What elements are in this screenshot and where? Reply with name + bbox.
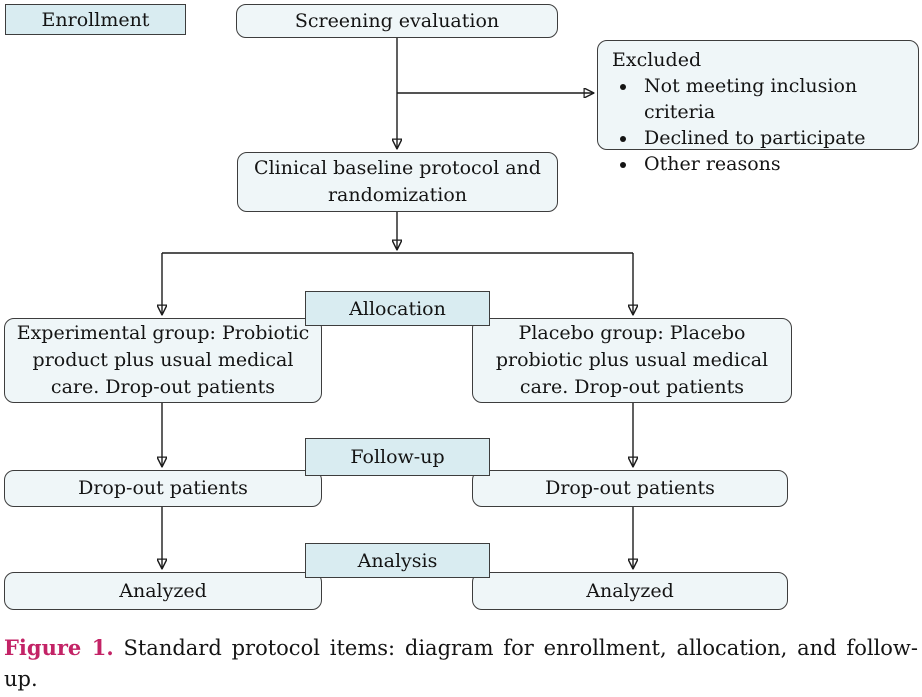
excluded-reasons-list: Not meeting inclusion criteria Declined … <box>612 73 910 177</box>
node-baseline-randomization: Clinical baseline protocol and randomiza… <box>237 152 558 212</box>
node-analyzed-right: Analyzed <box>472 572 788 610</box>
figure-caption: Figure 1. Standard protocol items: diagr… <box>4 632 918 695</box>
node-dropout-right: Drop-out patients <box>472 470 788 507</box>
node-excluded: Excluded Not meeting inclusion criteria … <box>597 40 919 175</box>
excluded-reason: Declined to participate <box>638 125 910 151</box>
node-placebo-group: Placebo group: Placebo probiotic plus us… <box>472 318 792 403</box>
figure-caption-label: Figure 1. <box>4 635 114 660</box>
stage-enrollment: Enrollment <box>5 4 186 35</box>
node-experimental-group: Experimental group: Probiotic product pl… <box>4 318 322 403</box>
stage-analysis: Analysis <box>305 543 490 578</box>
excluded-reason: Other reasons <box>638 151 910 177</box>
excluded-reason: Not meeting inclusion criteria <box>638 73 910 125</box>
node-dropout-left: Drop-out patients <box>4 470 322 507</box>
figure-caption-text: Standard protocol items: diagram for enr… <box>4 636 918 691</box>
node-analyzed-left: Analyzed <box>4 572 322 610</box>
stage-followup: Follow-up <box>305 438 490 476</box>
excluded-title: Excluded <box>612 49 702 71</box>
stage-allocation: Allocation <box>305 291 490 326</box>
node-screening-evaluation: Screening evaluation <box>236 4 558 38</box>
flow-connectors <box>0 38 922 630</box>
